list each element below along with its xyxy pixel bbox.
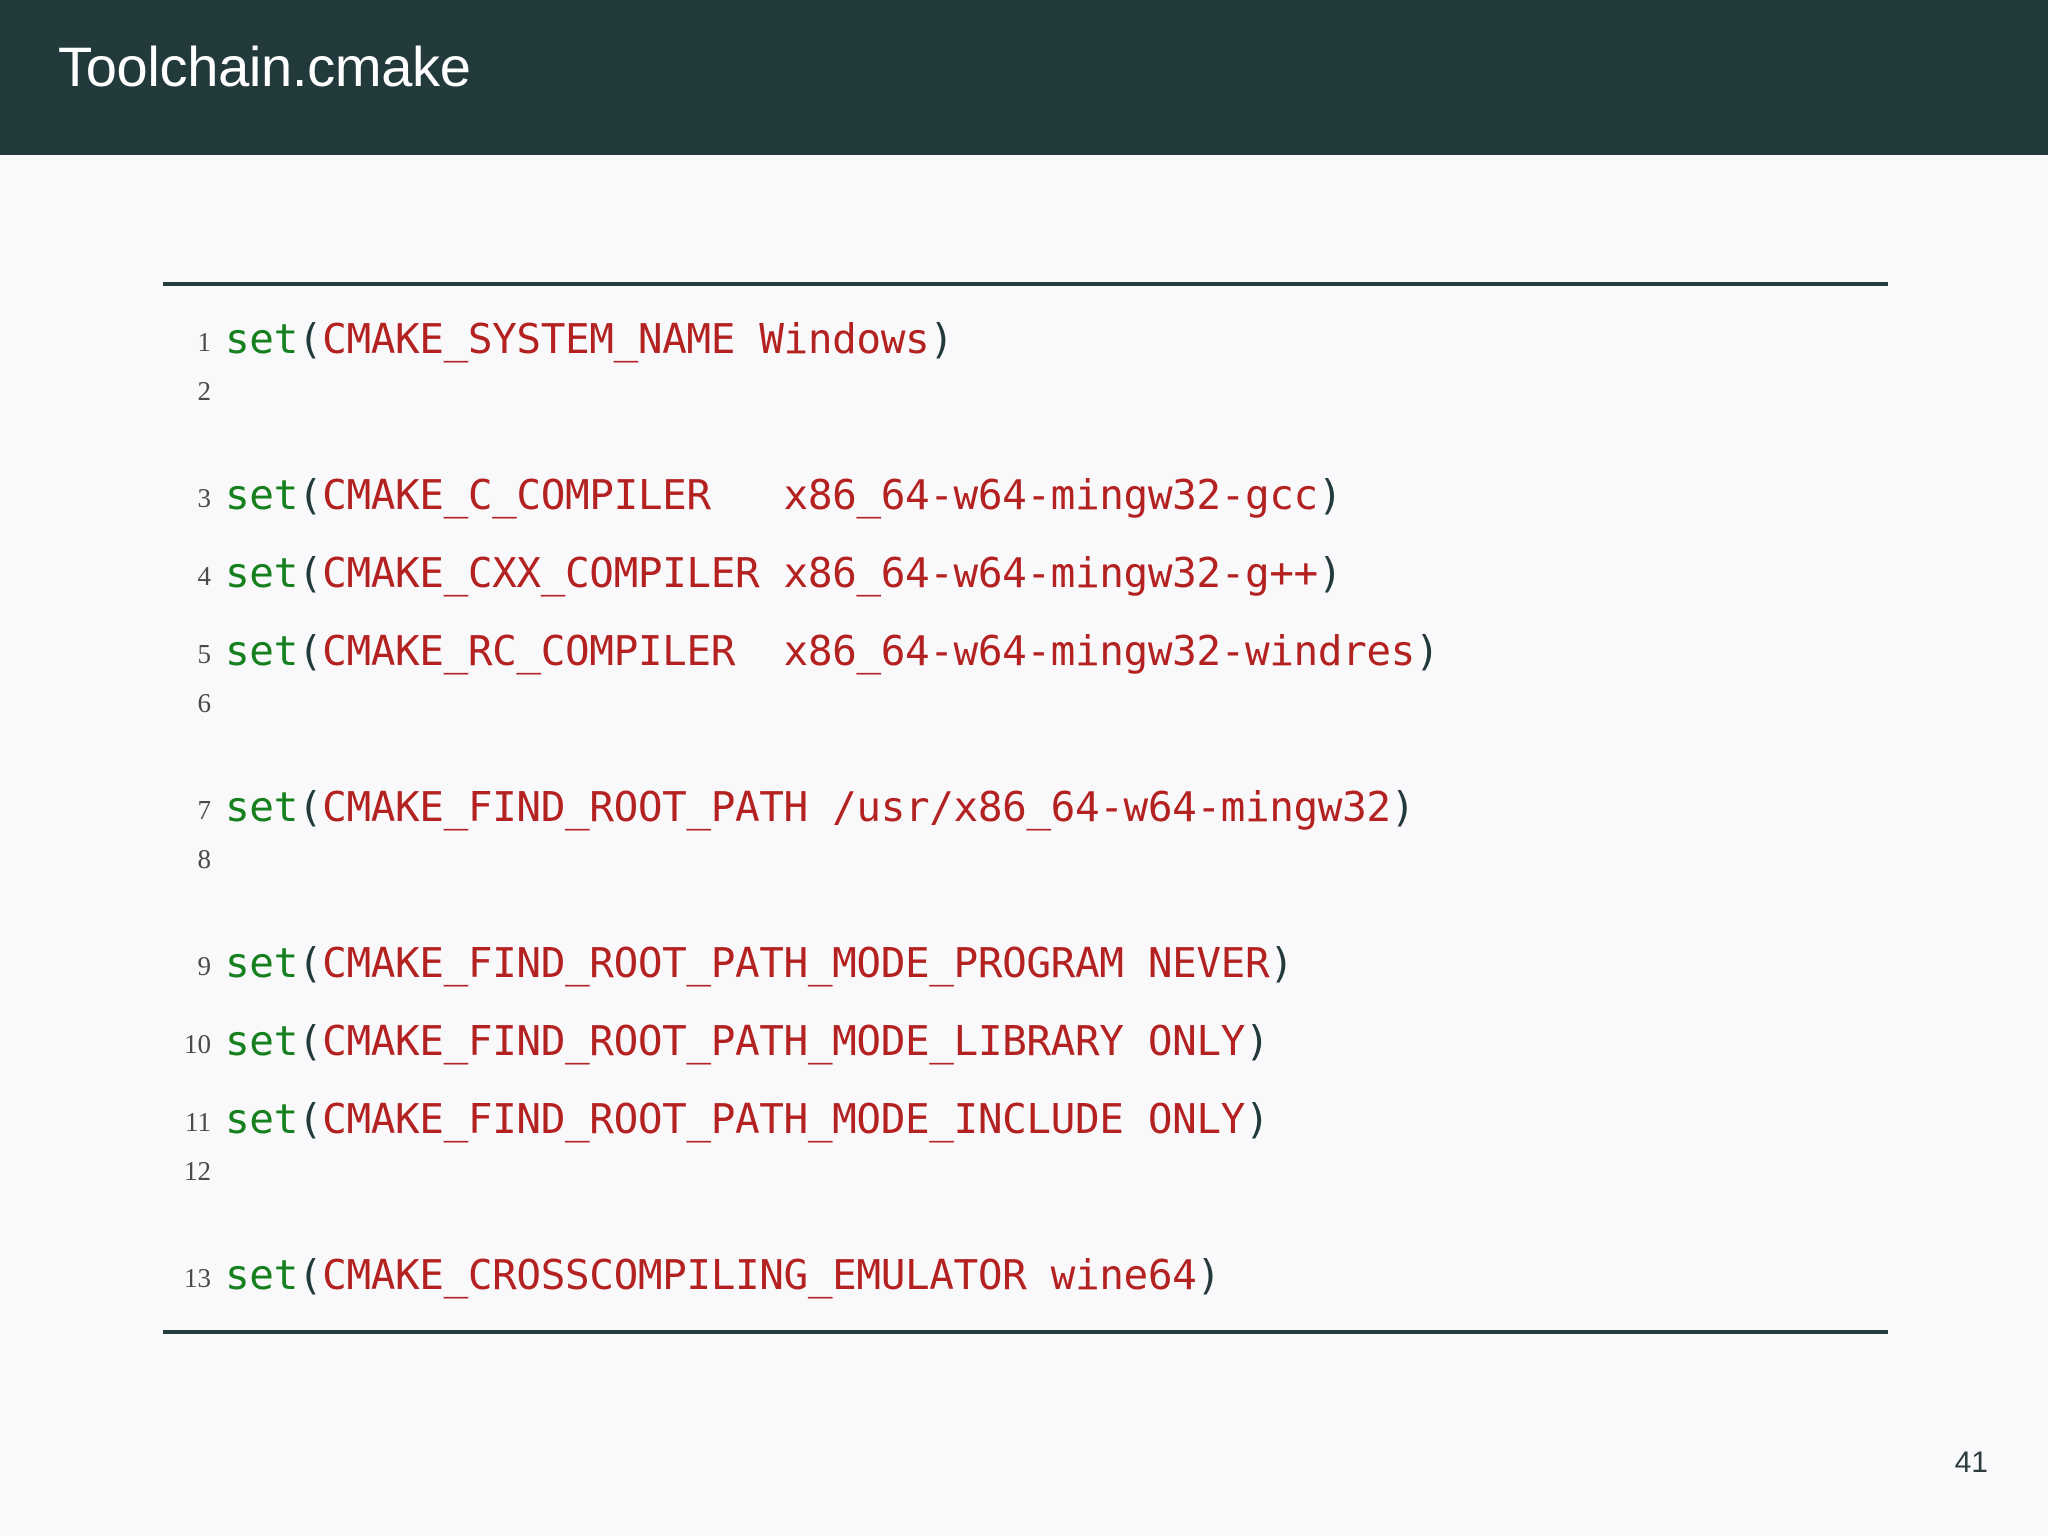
- code-token-arguments: CMAKE_CXX_COMPILER x86_64-w64-mingw32-g+…: [322, 549, 1318, 597]
- code-line: 7 set(CMAKE_FIND_ROOT_PATH /usr/x86_64-w6…: [163, 768, 1888, 846]
- line-number: 4: [197, 561, 212, 591]
- code-bottom-rule: [163, 1330, 1888, 1334]
- code-token-function: set: [225, 939, 298, 987]
- code-token-arguments: CMAKE_FIND_ROOT_PATH_MODE_LIBRARY ONLY: [322, 1017, 1245, 1065]
- line-number: 2: [197, 376, 212, 406]
- code-token-function: set: [225, 1095, 298, 1143]
- code-token-function: set: [225, 1251, 298, 1299]
- code-token-arguments: CMAKE_FIND_ROOT_PATH_MODE_INCLUDE ONLY: [322, 1095, 1245, 1143]
- code-token-close-paren: ): [929, 315, 954, 363]
- code-line: 3 set(CMAKE_C_COMPILER x86_64-w64-mingw32…: [163, 456, 1888, 534]
- code-line-text: set(CMAKE_FIND_ROOT_PATH_MODE_PROGRAM NE…: [225, 924, 1294, 1002]
- line-number: 10: [184, 1029, 211, 1059]
- code-token-close-paren: ): [1317, 471, 1343, 519]
- code-line: 12: [163, 1156, 1888, 1236]
- code-line: 4 set(CMAKE_CXX_COMPILER x86_64-w64-mingw…: [163, 534, 1888, 612]
- code-line-text: set(CMAKE_FIND_ROOT_PATH /usr/x86_64-w64…: [225, 768, 1415, 846]
- code-line-text: set(CMAKE_FIND_ROOT_PATH_MODE_LIBRARY ON…: [225, 1002, 1270, 1080]
- line-number: 6: [197, 688, 212, 718]
- code-line-text: set(CMAKE_SYSTEM_NAME Windows): [225, 300, 954, 378]
- code-token-function: set: [225, 315, 298, 363]
- code-line: 9 set(CMAKE_FIND_ROOT_PATH_MODE_PROGRAM N…: [163, 924, 1888, 1002]
- line-number: 8: [197, 844, 212, 874]
- code-token-close-paren: ): [1317, 549, 1343, 597]
- code-token-arguments: CMAKE_CROSSCOMPILING_EMULATOR wine64: [322, 1251, 1197, 1299]
- code-token-open-paren: (: [297, 315, 323, 363]
- code-line-text: set(CMAKE_CXX_COMPILER x86_64-w64-mingw3…: [225, 534, 1343, 612]
- code-token-open-paren: (: [297, 939, 323, 987]
- code-line: 13 set(CMAKE_CROSSCOMPILING_EMULATOR wine…: [163, 1236, 1888, 1314]
- line-number: 12: [184, 1156, 211, 1186]
- code-token-arguments: CMAKE_RC_COMPILER x86_64-w64-mingw32-win…: [322, 627, 1415, 675]
- code-token-arguments: CMAKE_FIND_ROOT_PATH_MODE_PROGRAM NEVER: [322, 939, 1270, 987]
- line-number: 13: [184, 1263, 211, 1293]
- code-line: 10 set(CMAKE_FIND_ROOT_PATH_MODE_LIBRARY …: [163, 1002, 1888, 1080]
- code-token-open-paren: (: [297, 471, 323, 519]
- code-line: 8: [163, 844, 1888, 924]
- page-title: Toolchain.cmake: [58, 35, 471, 98]
- code-token-arguments: CMAKE_C_COMPILER x86_64-w64-mingw32-gcc: [322, 471, 1318, 519]
- line-number: 1: [197, 327, 212, 357]
- code-token-close-paren: ): [1244, 1017, 1270, 1065]
- code-token-open-paren: (: [297, 1017, 323, 1065]
- code-token-function: set: [225, 1017, 298, 1065]
- code-token-close-paren: ): [1269, 939, 1294, 987]
- code-token-open-paren: (: [297, 1251, 323, 1299]
- code-token-close-paren: ): [1244, 1095, 1270, 1143]
- code-top-rule: [163, 282, 1888, 286]
- code-line: 11 set(CMAKE_FIND_ROOT_PATH_MODE_INCLUDE …: [163, 1080, 1888, 1158]
- slide-header-bar: Toolchain.cmake: [0, 0, 2048, 155]
- code-token-open-paren: (: [297, 549, 323, 597]
- code-token-open-paren: (: [297, 627, 323, 675]
- line-number: 5: [197, 639, 212, 669]
- code-token-close-paren: ): [1196, 1251, 1221, 1299]
- code-token-function: set: [225, 549, 298, 597]
- code-line-text: set(CMAKE_CROSSCOMPILING_EMULATOR wine64…: [225, 1236, 1221, 1314]
- code-line-text: set(CMAKE_FIND_ROOT_PATH_MODE_INCLUDE ON…: [225, 1080, 1270, 1158]
- page-number: 41: [1954, 1446, 1988, 1479]
- code-token-function: set: [225, 627, 298, 675]
- code-line-text: set(CMAKE_RC_COMPILER x86_64-w64-mingw32…: [225, 612, 1440, 690]
- line-number: 7: [197, 795, 212, 825]
- code-token-open-paren: (: [297, 1095, 323, 1143]
- code-token-open-paren: (: [297, 783, 323, 831]
- code-token-close-paren: ): [1390, 783, 1416, 831]
- code-token-close-paren: ): [1414, 627, 1440, 675]
- code-line: 2: [163, 376, 1888, 456]
- line-number: 9: [197, 951, 212, 981]
- code-token-arguments: CMAKE_FIND_ROOT_PATH /usr/x86_64-w64-min…: [322, 783, 1391, 831]
- code-line: 6: [163, 688, 1888, 768]
- line-number: 3: [197, 483, 212, 513]
- code-line: 5 set(CMAKE_RC_COMPILER x86_64-w64-mingw3…: [163, 612, 1888, 690]
- code-line: 1 set(CMAKE_SYSTEM_NAME Windows): [163, 300, 1888, 378]
- code-token-function: set: [225, 783, 298, 831]
- line-number: 11: [185, 1107, 211, 1137]
- code-token-function: set: [225, 471, 298, 519]
- code-token-arguments: CMAKE_SYSTEM_NAME Windows: [322, 315, 930, 363]
- code-line-text: set(CMAKE_C_COMPILER x86_64-w64-mingw32-…: [225, 456, 1343, 534]
